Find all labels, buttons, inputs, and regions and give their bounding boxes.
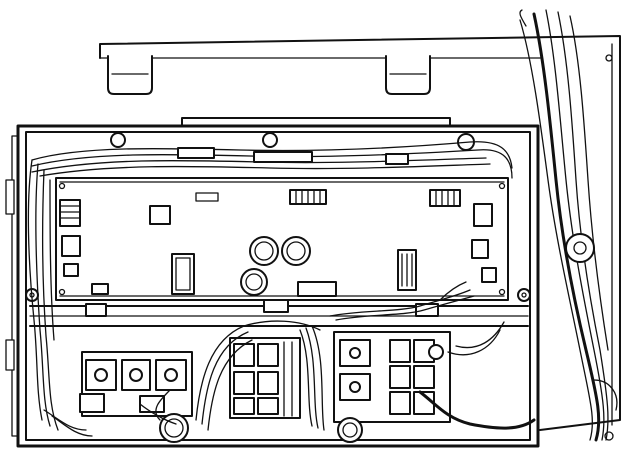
pcb-connector-right-2 bbox=[471, 239, 489, 259]
terminal-block-right bbox=[333, 331, 451, 423]
pcb-connector-left-2 bbox=[61, 235, 81, 257]
right-external-wires bbox=[519, 9, 618, 442]
cable-clamp bbox=[565, 233, 595, 263]
terminal-block-left bbox=[79, 351, 193, 417]
terminal-screw-left-3 bbox=[155, 359, 187, 391]
grommet-top-center bbox=[262, 132, 278, 148]
mounting-hook-right bbox=[385, 55, 431, 95]
left-wire-harness bbox=[27, 159, 93, 437]
terminal-screw-right-1 bbox=[339, 339, 371, 367]
terminal-screw-left-2 bbox=[121, 359, 151, 391]
terminal-wiring bbox=[139, 281, 536, 431]
pcb-chip-small bbox=[149, 205, 171, 225]
harness-clamp-2 bbox=[385, 153, 409, 165]
harness-clamp-1 bbox=[177, 147, 215, 159]
pcb-connector-bottom-left bbox=[91, 283, 109, 295]
top-wire-harness bbox=[31, 141, 513, 179]
grommet-bottom-left bbox=[159, 413, 189, 443]
pcb-connector-block bbox=[297, 281, 337, 297]
pcb-connector-right-3 bbox=[481, 267, 497, 283]
mounting-hook-left bbox=[107, 55, 153, 95]
harness-clamp-3 bbox=[253, 151, 313, 163]
pcb-capacitor-2 bbox=[281, 236, 311, 266]
terminal-screw-center-1 bbox=[233, 343, 255, 367]
pcb-transformer bbox=[171, 253, 195, 295]
grommet-bottom-center bbox=[337, 417, 363, 443]
rail-clip-center bbox=[263, 299, 289, 313]
pcb-capacitor-3 bbox=[240, 268, 268, 296]
middle-divider-rail bbox=[29, 299, 529, 327]
panel-screw-top bbox=[605, 54, 613, 62]
side-latch-upper bbox=[5, 179, 15, 215]
pcb-fasteners bbox=[58, 182, 506, 296]
pcb-header-top bbox=[195, 192, 219, 202]
terminal-screw-right-3 bbox=[389, 339, 411, 363]
terminal-screw-center-3 bbox=[233, 371, 255, 395]
terminal-screw-left-1 bbox=[85, 359, 117, 391]
pcb-connector-left-1 bbox=[59, 199, 81, 227]
rail-clip-left bbox=[85, 303, 107, 317]
terminal-screw-right-2 bbox=[339, 373, 371, 401]
terminal-block-center bbox=[229, 337, 301, 419]
pcb-connector-left-3 bbox=[63, 263, 79, 277]
terminal-screw-center-4 bbox=[257, 371, 279, 395]
printed-circuit-board bbox=[55, 177, 509, 301]
grommet-top-left bbox=[110, 132, 126, 148]
pcb-capacitor-1 bbox=[249, 236, 279, 266]
pcb-connector-top-right bbox=[429, 189, 461, 207]
side-latch-lower bbox=[5, 339, 15, 371]
housing-screw-right bbox=[517, 288, 531, 302]
terminal-screw-center-2 bbox=[257, 343, 279, 367]
pcb-connector-right-1 bbox=[473, 203, 493, 227]
panel-screw-bottom bbox=[604, 431, 614, 441]
